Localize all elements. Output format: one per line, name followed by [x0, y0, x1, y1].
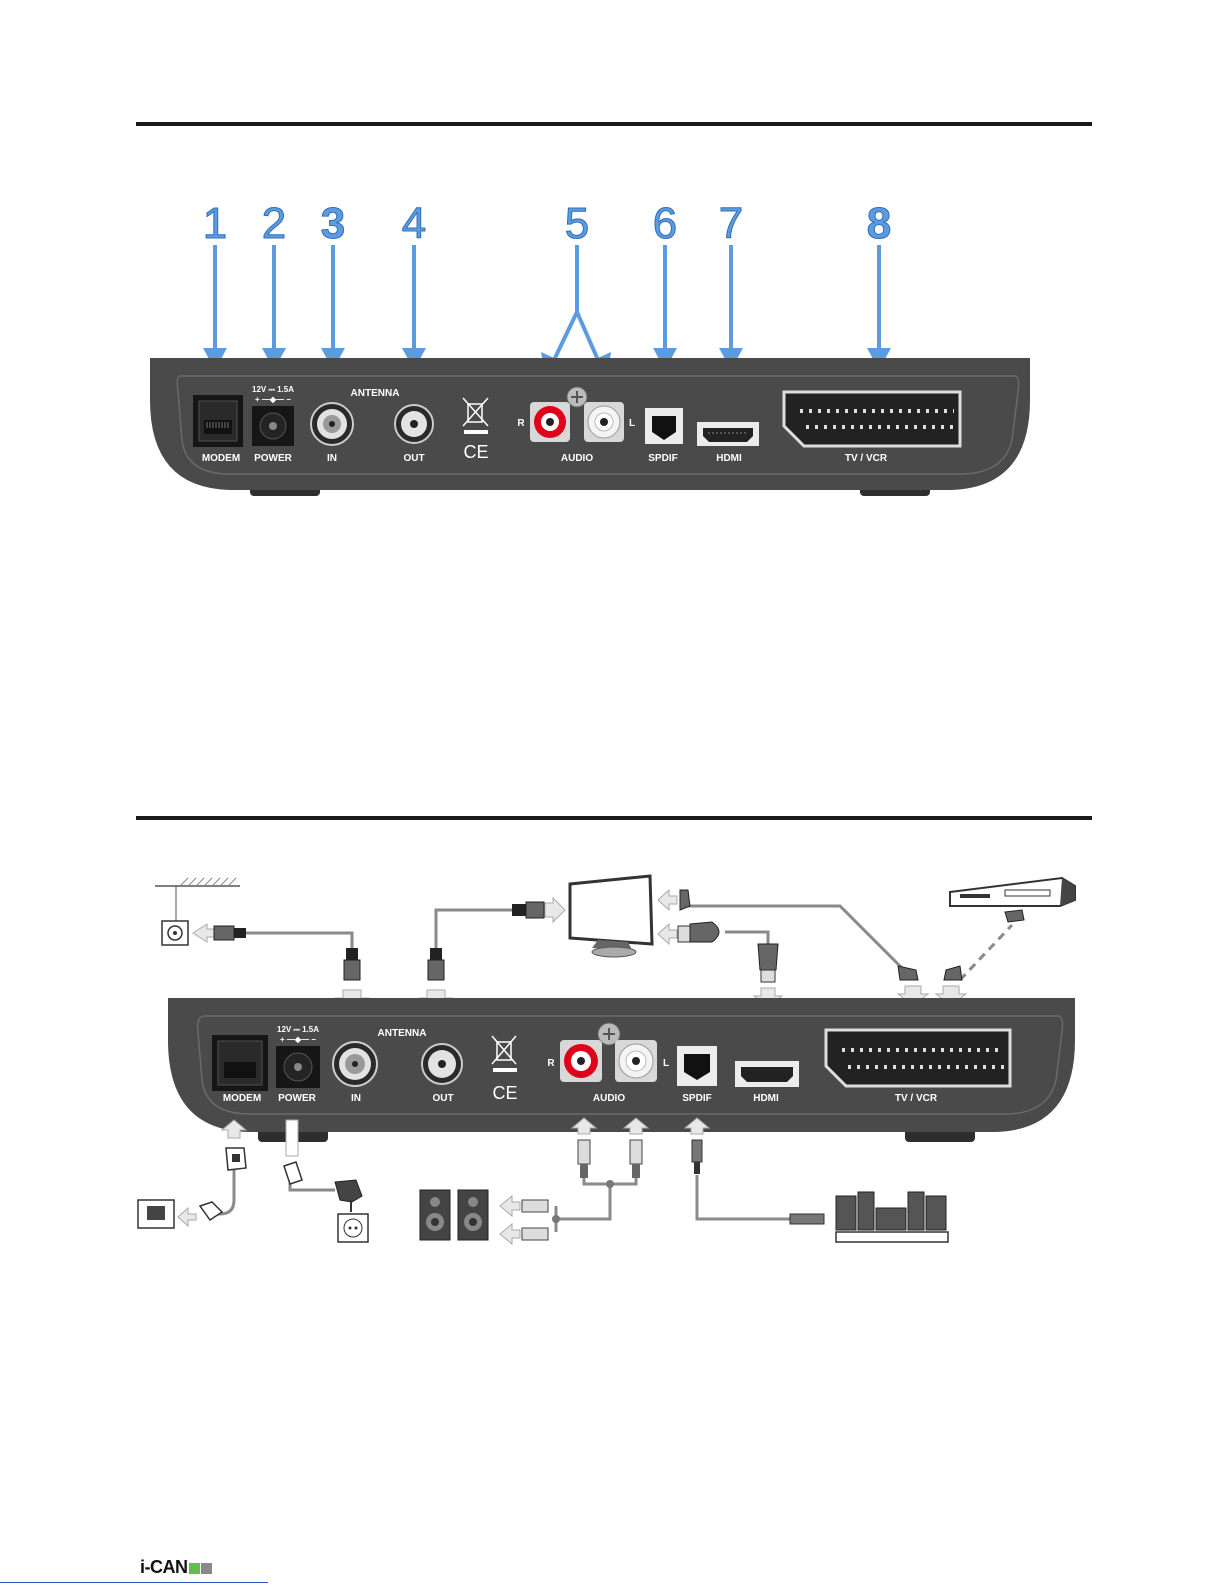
polarity-symbol: + —◆— − — [255, 395, 291, 404]
cable-lines — [210, 906, 906, 1232]
vcr-dashed-cable — [960, 925, 1012, 980]
audio-label-2: AUDIO — [593, 1093, 625, 1104]
weee-bin-icon-2 — [492, 1036, 517, 1072]
hdmi-plug-icon — [754, 944, 782, 1006]
coax-plug-icon — [193, 924, 246, 942]
brand-name: i-CAN — [140, 1557, 188, 1577]
audio-screw-icon — [567, 387, 587, 407]
speakers-icon — [420, 1190, 548, 1244]
power-rating-label: 12V ⎓ 1.5A — [252, 385, 294, 394]
footer-link-underline — [0, 1582, 268, 1583]
phone-wall-socket-icon — [138, 1200, 222, 1228]
callout-number-1: 1 — [203, 199, 227, 248]
out-label-2: OUT — [432, 1093, 453, 1104]
tv-vcr-label-2: TV / VCR — [895, 1093, 938, 1104]
modem-label-2: MODEM — [223, 1093, 261, 1104]
audio-r-jack-2 — [560, 1040, 602, 1082]
tv-icon — [512, 876, 652, 957]
modem-port — [193, 395, 243, 447]
scart-port-2 — [826, 1030, 1010, 1086]
antenna-label-2: ANTENNA — [378, 1028, 427, 1039]
callout-number-7: 7 — [719, 199, 743, 248]
ce-mark-icon: CE — [463, 442, 488, 462]
antenna-out-port — [395, 405, 433, 443]
callout-number-5: 5 — [565, 199, 589, 248]
receiver-rear-panel-2 — [168, 998, 1075, 1142]
antenna-in-port — [311, 403, 353, 445]
audio-label: AUDIO — [561, 453, 593, 464]
callout-number-6: 6 — [653, 199, 677, 248]
modem-label: MODEM — [202, 453, 240, 464]
callout-number-3: 3 — [321, 199, 345, 248]
hdmi-port-2 — [735, 1061, 799, 1087]
ce-mark-icon-2: CE — [492, 1083, 517, 1103]
spdif-port — [645, 408, 683, 444]
rear-panel-diagram: 1 2 3 4 5 6 7 8 — [0, 0, 1225, 560]
optical-plug-icon — [692, 1140, 824, 1224]
power-port — [252, 406, 294, 446]
hdmi-label: HDMI — [716, 453, 742, 464]
home-theater-icon — [836, 1192, 948, 1242]
audio-l-label: L — [629, 418, 635, 429]
modem-cable-plug-icon — [226, 1148, 246, 1170]
antenna-in-port-2 — [333, 1042, 377, 1086]
audio-l-jack — [584, 402, 624, 442]
power-adapter-icon — [284, 1120, 368, 1242]
tv-hdmi-in-arrow-icon — [658, 922, 719, 944]
antenna-label: ANTENNA — [351, 388, 400, 399]
antenna-out-plug-icon — [420, 948, 452, 1008]
audio-l-jack-2 — [615, 1040, 657, 1082]
audio-r-label: R — [517, 418, 525, 429]
modem-port-2 — [212, 1035, 268, 1091]
brand-green-square-icon — [189, 1563, 200, 1574]
audio-screw-icon-2 — [598, 1023, 620, 1045]
vcr-player-icon — [950, 878, 1075, 922]
audio-r-label-2: R — [547, 1058, 555, 1069]
power-label: POWER — [254, 453, 293, 464]
power-rating-label-2: 12V ⎓ 1.5A — [277, 1025, 319, 1034]
scart-port — [784, 392, 960, 446]
scart-plugs-icon — [898, 966, 966, 1006]
power-port-2 — [276, 1046, 320, 1088]
callout-number-8: 8 — [867, 199, 891, 248]
hdmi-port — [697, 422, 759, 446]
callout-number-2: 2 — [262, 199, 286, 248]
callout-number-4: 4 — [402, 199, 426, 248]
audio-l-label-2: L — [663, 1058, 669, 1069]
hdmi-label-2: HDMI — [753, 1093, 779, 1104]
antenna-wall-socket-icon — [155, 878, 240, 945]
power-label-2: POWER — [278, 1093, 317, 1104]
tv-vcr-label: TV / VCR — [845, 453, 888, 464]
spdif-port-2 — [677, 1046, 717, 1086]
spdif-label: SPDIF — [648, 453, 677, 464]
spdif-label-2: SPDIF — [682, 1093, 711, 1104]
polarity-symbol-2: + —◆— − — [280, 1035, 316, 1044]
in-label: IN — [327, 453, 337, 464]
out-label: OUT — [403, 453, 424, 464]
rca-plugs-icon — [552, 1140, 642, 1223]
antenna-in-plug-icon — [336, 948, 368, 1008]
antenna-out-port-2 — [422, 1044, 462, 1084]
tv-scart-in-arrow-icon — [658, 890, 690, 910]
brand-logo: i-CAN — [140, 1557, 212, 1578]
in-label-2: IN — [351, 1093, 361, 1104]
audio-r-jack — [530, 402, 570, 442]
bottom-section-rule — [136, 816, 1092, 820]
brand-grey-square-icon — [201, 1563, 212, 1574]
up-arrows-icon — [222, 1118, 709, 1138]
